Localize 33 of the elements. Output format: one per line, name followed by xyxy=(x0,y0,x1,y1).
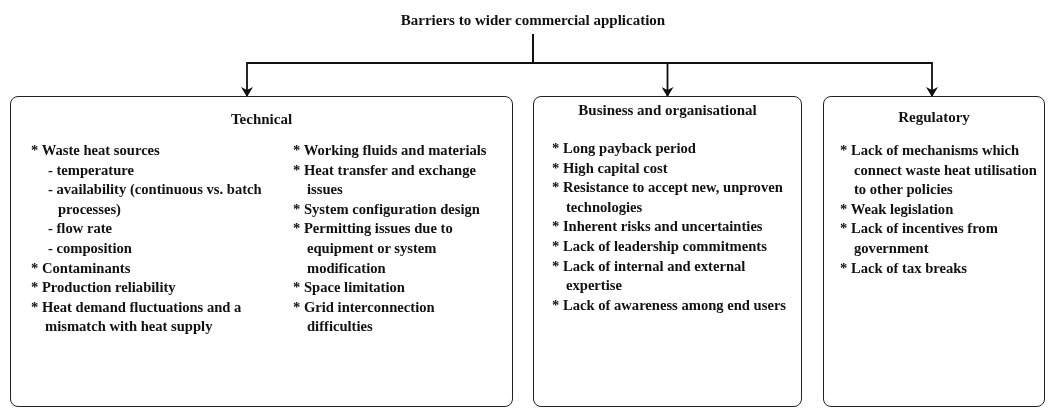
bullet-item: * Lack of mechanisms which connect waste heat utilisation to other policies xyxy=(840,141,1038,200)
box-heading: Business and organisational xyxy=(577,102,758,119)
bullet-item: * Lack of tax breaks xyxy=(840,258,969,278)
box-heading: Regulatory xyxy=(897,109,971,126)
arrow xyxy=(532,33,938,97)
sub-list-item: - flow rate xyxy=(47,219,114,239)
bullet-item: * Lack of incentives from government xyxy=(840,219,999,258)
bullet-item: * Inherent risks and uncertainties xyxy=(552,217,764,237)
bullet-item: * Grid interconnection difficulties xyxy=(293,297,436,337)
bullet-item: * Long payback period xyxy=(552,139,697,158)
box-heading: Technical xyxy=(229,111,294,128)
bullet-item: * Weak legislation xyxy=(840,199,955,219)
category-box xyxy=(823,96,1045,407)
bullet-item: * Waste heat sources xyxy=(31,141,161,160)
diagram-title: Barriers to wider commercial application xyxy=(383,12,683,32)
sub-list-item: - temperature xyxy=(47,160,136,180)
bullet-item: * Lack of leadership commitments xyxy=(552,236,768,256)
category-box xyxy=(533,96,802,407)
category-box xyxy=(10,96,513,407)
bullet-item: * Production reliability xyxy=(31,278,177,298)
bullet-item: * Heat demand fluctuations and a mismatch with heat supply xyxy=(31,297,243,337)
sub-list-item: - availability (continuous vs. batch processes) xyxy=(47,180,263,219)
bullet-item: * Permitting issues due to equipment or system modification xyxy=(293,219,454,278)
bullet-item: * Space limitation xyxy=(293,278,406,298)
bullet-item: * Heat transfer and exchange issues xyxy=(293,160,477,200)
bullet-item: * Lack of awareness among end users xyxy=(552,295,788,315)
bullet-item: * Working fluids and materials xyxy=(293,141,488,160)
bullet-item: * Contaminants xyxy=(31,258,132,278)
bullet-item: * Resistance to accept new, unproven technologies xyxy=(552,178,784,217)
bullet-item: * System configuration design xyxy=(293,199,481,219)
bullet-item: * Lack of internal and external expertise xyxy=(552,256,747,296)
sub-list-item: - composition xyxy=(47,238,133,258)
bullet-item: * High capital cost xyxy=(552,158,669,178)
